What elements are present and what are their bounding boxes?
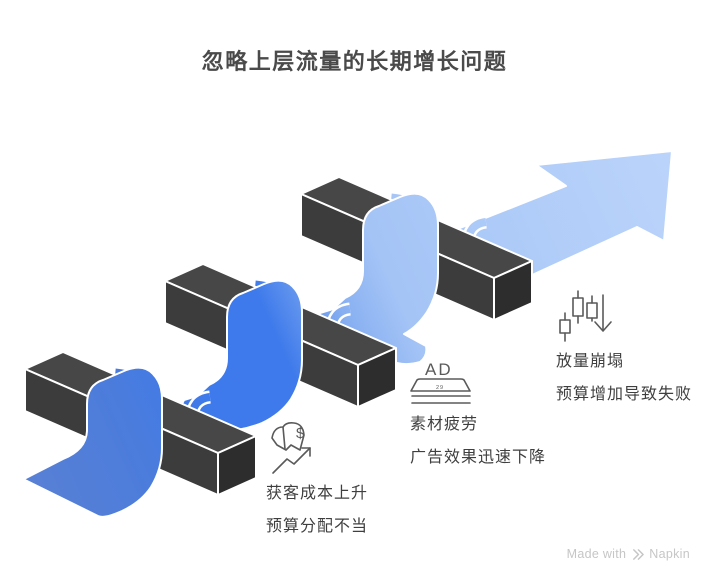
label-line: 素材疲劳 [410,416,479,433]
ribbon-arch-3 [309,192,439,366]
made-with-credit: Made with Napkin [567,547,690,561]
credit-text: Made with [566,547,627,561]
bar-2-end [357,347,397,408]
credit-brand: Napkin [649,547,690,561]
crossing-3 [300,176,533,366]
crossing-1 [23,351,257,518]
svg-text:29: 29 [436,385,444,391]
label-line: 广告效果迅速下降 [410,449,547,466]
volume-collapse-icon [559,290,612,342]
rising-cost-icon: $ [271,422,311,474]
bar-1-end [217,435,257,496]
svg-text:AD: AD [425,360,453,379]
label-line: 获客成本上升 [266,485,369,502]
ad-fatigue-icon: AD 29 [410,360,471,404]
napkin-logo-icon [633,548,645,560]
rising-cost-label: $ 获客成本上升 预算分配不当 [266,420,368,535]
svg-text:$: $ [296,425,305,442]
bar-3-end [493,260,533,321]
label-line: 预算增加导致失败 [556,386,693,403]
ribbon-arch-1 [23,366,163,518]
page-title: 忽略上层流量的长期增长问题 [201,49,508,74]
label-line: 预算分配不当 [266,518,369,535]
ad-fatigue-label: AD 29 素材疲劳 广告效果迅速下降 [410,357,546,466]
volume-collapse-label: 放量崩塌 预算增加导致失败 [556,289,692,403]
label-line: 放量崩塌 [556,353,625,370]
